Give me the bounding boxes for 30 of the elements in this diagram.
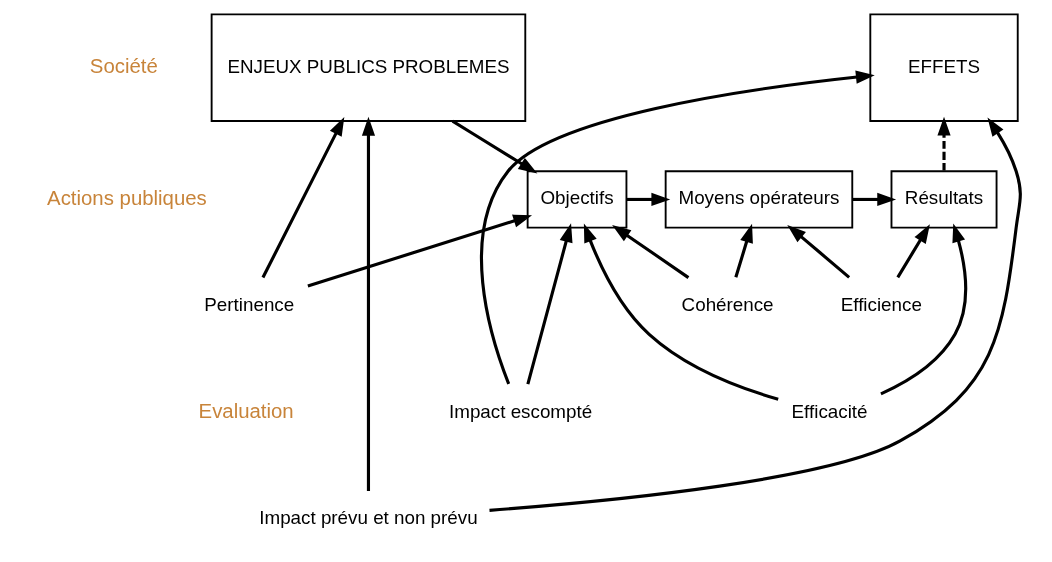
node-box: ENJEUX PUBLICS PROBLEMES	[210, 13, 527, 122]
label: Evaluation	[198, 400, 294, 423]
label: Actions publiques	[47, 186, 207, 209]
arrow	[261, 116, 345, 279]
arrow	[937, 116, 951, 171]
node-text: Pertinence	[204, 293, 295, 315]
arrow	[880, 223, 968, 396]
node-box: Moyens opérateurs	[664, 170, 854, 229]
node-text: Cohérence	[681, 293, 774, 315]
node-text: Efficience	[840, 293, 922, 315]
arrow	[480, 70, 875, 385]
arrow	[361, 116, 376, 492]
arrow	[307, 214, 533, 288]
node-box: Objectifs	[526, 170, 628, 229]
node-text: Efficacité	[791, 400, 868, 422]
arrow	[451, 119, 538, 174]
arrow	[612, 225, 690, 279]
node-text: Impact escompté	[449, 400, 593, 422]
arrow	[734, 223, 753, 278]
node-box: EFFETS	[869, 13, 1019, 122]
node-text: Impact prévu et non prévu	[259, 507, 478, 529]
arrow	[852, 192, 897, 207]
arrow	[526, 223, 573, 385]
arrow	[896, 224, 930, 279]
node-box: Résultats	[890, 170, 998, 229]
arrow	[583, 223, 779, 401]
arrow	[489, 117, 1022, 512]
arrow	[626, 192, 671, 207]
label: Société	[89, 55, 158, 78]
arrow	[787, 224, 851, 279]
